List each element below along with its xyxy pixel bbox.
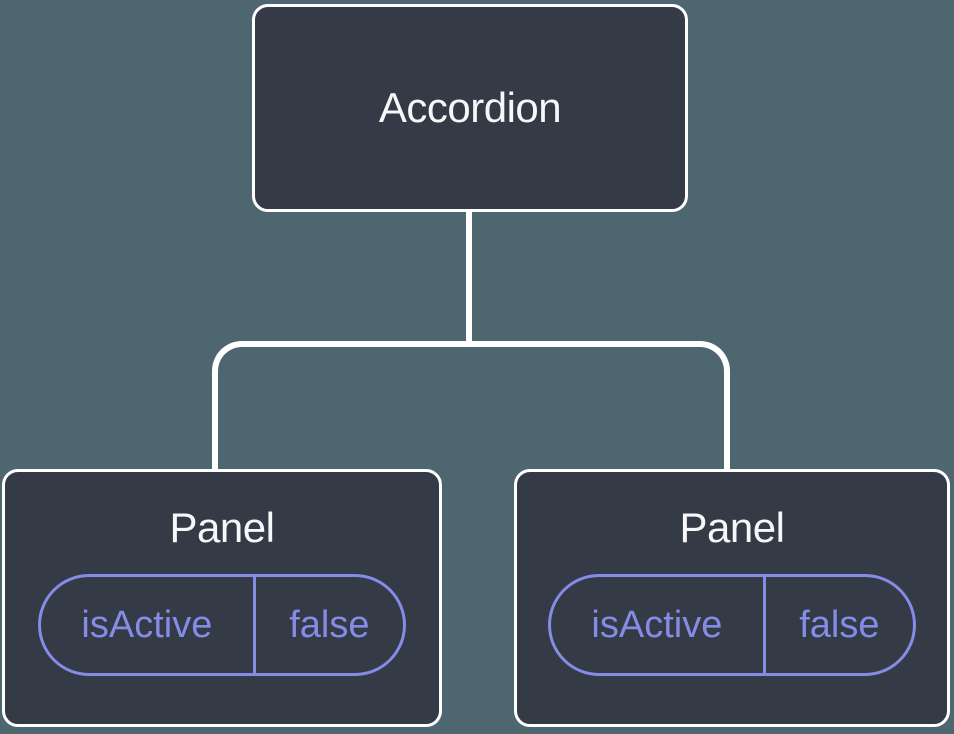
state-name: isActive — [41, 577, 256, 673]
panel-node-label: Panel — [169, 504, 275, 551]
accordion-node: Accordion — [252, 4, 688, 212]
panel-node-label: Panel — [679, 504, 785, 551]
tree-connector-stem — [466, 210, 472, 344]
panel-node-left: Panel isActive false — [2, 469, 442, 727]
state-value: false — [799, 603, 880, 646]
state-pill: isActive false — [38, 574, 406, 676]
state-pill: isActive false — [548, 574, 916, 676]
tree-connector-branch — [212, 341, 730, 469]
state-value: false — [289, 603, 370, 646]
state-name: isActive — [551, 577, 766, 673]
panel-node-right: Panel isActive false — [514, 469, 950, 727]
accordion-node-label: Accordion — [378, 84, 562, 131]
